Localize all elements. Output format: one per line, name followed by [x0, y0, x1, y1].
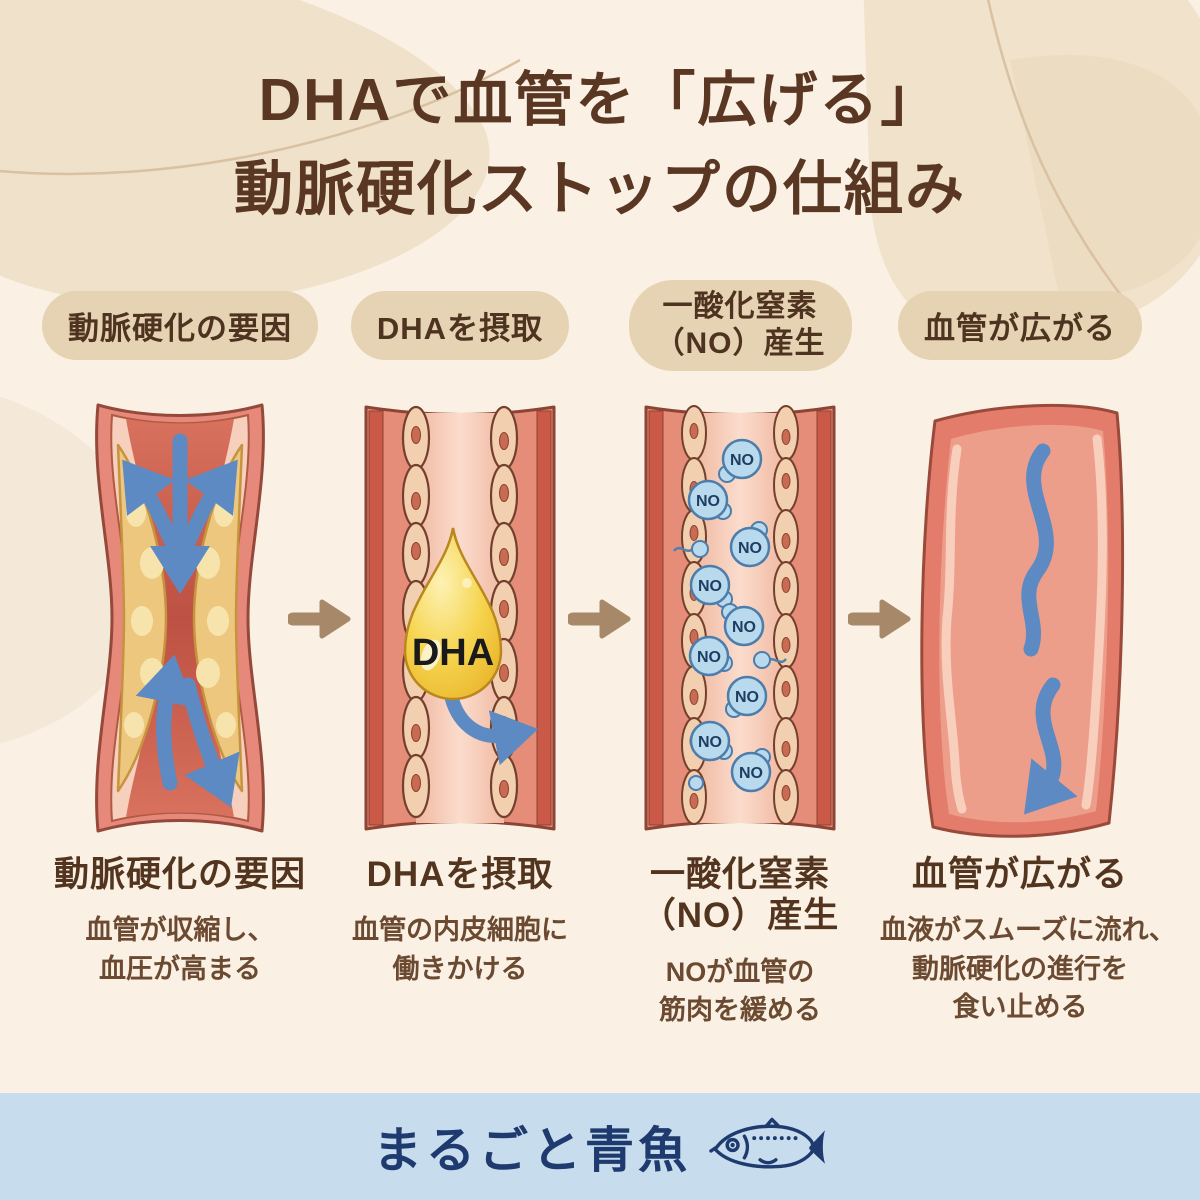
right-arrow-icon: [568, 599, 631, 639]
page-title-line2: 動脈硬化ストップの仕組み: [233, 155, 966, 222]
caption-description: 血管の内皮細胞に 働きかける: [320, 911, 600, 988]
no-production-artery-illustration: NO NO NO NO NO NO NO NO NO: [644, 405, 836, 831]
vessel-illustrations-row: DHA: [40, 393, 1160, 843]
caption-desc-line: 筋肉を緩める: [659, 994, 821, 1025]
vessel-lining-stripes: [941, 434, 1107, 814]
no-molecule-label: NO: [735, 689, 759, 706]
step-label-cell-1: 動脈硬化の要因: [40, 272, 320, 378]
turbulent-flow-arrows: [122, 433, 240, 808]
no-molecule-label: NO: [730, 452, 754, 469]
step-labels-row: 動脈硬化の要因 DHAを摂取 一酸化窒素 （NO）産生 血管が広がる: [40, 272, 1160, 378]
step-label-cell-2: DHAを摂取: [320, 272, 600, 378]
caption-heading-line: （NO）産生: [640, 896, 840, 936]
no-molecule-label: NO: [738, 540, 762, 557]
step-label-no-line1: 一酸化窒素: [662, 289, 818, 323]
caption-description: NOが血管の 筋肉を緩める: [600, 953, 880, 1030]
caption-desc-line: 血圧が高まる: [99, 953, 261, 984]
narrowed-artery-illustration: [95, 403, 265, 833]
caption-desc-line: 動脈硬化の進行を: [912, 953, 1128, 984]
caption-desc-line: 働きかける: [392, 953, 528, 984]
caption-description: 血管が収縮し、 血圧が高まる: [40, 911, 320, 988]
step-label-no-line2: （NO）産生: [654, 327, 826, 360]
caption-desc-line: 食い止める: [952, 991, 1088, 1022]
caption-desc-line: NOが血管の: [665, 956, 815, 987]
caption-vessel-widens: 血管が広がる 血液がスムーズに流れ、 動脈硬化の進行を 食い止める: [880, 854, 1176, 1026]
step-label-atherosclerosis: 動脈硬化の要因: [42, 290, 318, 360]
caption-desc-line: 血管の内皮細胞に: [352, 915, 568, 946]
dha-droplet-artery-illustration: DHA: [364, 405, 556, 831]
dha-droplet-label: DHA: [412, 632, 494, 674]
vessel-panel-1: [40, 393, 320, 843]
right-arrow-icon: [848, 599, 911, 639]
no-molecule-label: NO: [698, 578, 722, 595]
step-label-dha-intake: DHAを摂取: [350, 290, 570, 360]
fish-icon: [709, 1117, 826, 1168]
brand-name: まるごと青魚: [372, 1123, 691, 1178]
no-molecules: NO NO NO NO NO NO NO NO NO: [687, 438, 772, 793]
vessel-panel-3: NO NO NO NO NO NO NO NO NO: [600, 393, 880, 843]
smooth-flow-arrows: [1021, 443, 1078, 815]
caption-heading: 一酸化窒素 （NO）産生: [600, 854, 880, 937]
widened-artery-illustration: [920, 403, 1125, 838]
caption-heading: DHAを摂取: [366, 855, 554, 894]
step-label-no-production: 一酸化窒素 （NO）産生: [628, 279, 852, 371]
caption-description: 血液がスムーズに流れ、 動脈硬化の進行を 食い止める: [880, 911, 1176, 1026]
caption-heading: 動脈硬化の要因: [53, 855, 306, 894]
caption-heading: 血管が広がる: [911, 855, 1128, 894]
no-molecule-label: NO: [696, 493, 720, 510]
caption-desc-line: 血液がスムーズに流れ、: [880, 915, 1176, 946]
no-molecule-label: NO: [732, 619, 756, 636]
step-label-vessel-widens: 血管が広がる: [898, 290, 1142, 360]
page-title: DHAで血管を「広げる」 動脈硬化ストップの仕組み: [0, 56, 1200, 233]
no-molecule-label: NO: [698, 734, 722, 751]
vessel-panel-2: DHA: [320, 393, 600, 843]
caption-desc-line: 血管が収縮し、: [85, 915, 275, 946]
right-arrow-icon: [288, 599, 351, 639]
caption-heading-line: 一酸化窒素: [649, 855, 830, 894]
caption-atherosclerosis: 動脈硬化の要因 血管が収縮し、 血圧が高まる: [40, 854, 320, 988]
step-label-cell-3: 一酸化窒素 （NO）産生: [600, 272, 880, 378]
caption-no-production: 一酸化窒素 （NO）産生 NOが血管の 筋肉を緩める: [600, 854, 880, 1029]
step-label-cell-4: 血管が広がる: [880, 272, 1160, 378]
page-title-line1: DHAで血管を「広げる」: [258, 67, 942, 133]
captions-row: 動脈硬化の要因 血管が収縮し、 血圧が高まる DHAを摂取 血管の内皮細胞に 働…: [40, 854, 1176, 1029]
no-molecule-label: NO: [739, 765, 763, 782]
dha-droplet: DHA: [403, 527, 503, 701]
vessel-panel-4: [880, 393, 1160, 843]
caption-dha-intake: DHAを摂取 血管の内皮細胞に 働きかける: [320, 854, 600, 988]
no-molecule-label: NO: [697, 649, 721, 666]
footer-brand-band: まるごと青魚: [0, 1093, 1200, 1200]
